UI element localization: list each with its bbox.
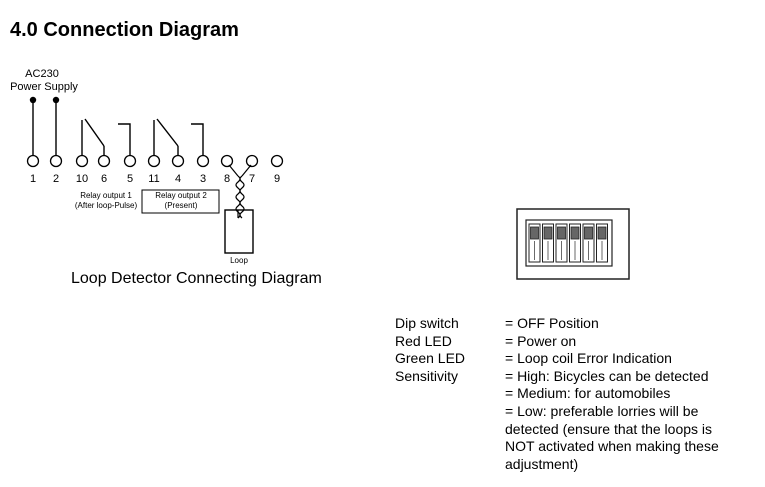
terminal-number-6: 6 — [101, 173, 107, 185]
terminal-circles — [26, 154, 284, 168]
terminal-number-11: 11 — [148, 173, 159, 185]
terminal-number-3: 3 — [200, 173, 206, 185]
terminal-8 — [220, 154, 234, 168]
terminal-number-5: 5 — [127, 173, 133, 185]
dip-switch-icon — [516, 208, 630, 280]
terminal-number-7: 7 — [249, 173, 255, 185]
terminal-11 — [147, 154, 161, 168]
dip-switch-keys — [528, 223, 608, 263]
terminal-1 — [26, 154, 40, 168]
relay-1-contacts — [81, 118, 131, 156]
terminal-2 — [49, 154, 63, 168]
legend-value: = Power on — [505, 332, 577, 349]
legend-value: = OFF Position — [505, 315, 599, 331]
legend-value: = Medium: for automobiles — [505, 385, 671, 402]
relay-2-label-box — [141, 189, 220, 214]
legend-label-red-led: Red LED — [395, 332, 452, 349]
relay-2-label-line1: Relay output 2 — [155, 191, 207, 200]
loop-coil-box — [224, 209, 254, 254]
legend-label-green-led: Green LED — [395, 350, 466, 367]
terminal-9 — [270, 154, 284, 168]
terminal-3 — [196, 154, 210, 168]
legend-label-dip-switch: Dip switch — [395, 315, 459, 331]
relay-2-label-line2: (Present) — [165, 201, 198, 210]
terminal-number-8: 8 — [224, 173, 230, 185]
legend-value: = Loop coil Error Indication — [505, 350, 672, 367]
legend-values: = OFF Position = Power on = Loop coil Er… — [505, 315, 755, 473]
power-dot-2 — [52, 96, 60, 104]
terminal-number-9: 9 — [274, 173, 280, 185]
terminal-number-4: 4 — [175, 173, 181, 185]
terminal-4 — [171, 154, 185, 168]
relay-1-label-line2: (After loop-Pulse) — [75, 201, 138, 210]
loop-label: Loop — [230, 256, 248, 265]
power-supply-wires — [32, 100, 57, 156]
loop-twisted-wire — [228, 164, 252, 219]
terminal-6 — [97, 154, 111, 168]
relay-1-label-line1: Relay output 1 — [80, 191, 132, 200]
legend-value: adjustment) — [505, 455, 579, 472]
terminal-number-10: 10 — [76, 173, 88, 185]
legend-value: = Low: preferable lorries will be — [505, 402, 699, 419]
power-supply-label-line2: Power Supply — [10, 81, 78, 93]
legend-value: NOT activated when making these — [505, 438, 719, 455]
legend-labels: Dip switch Red LED Green LED Sensitivity — [395, 315, 495, 385]
legend-value: = High: Bicycles can be detected — [505, 367, 709, 384]
legend-label-sensitivity: Sensitivity — [395, 367, 459, 384]
diagram-caption: Loop Detector Connecting Diagram — [71, 270, 322, 287]
legend-value: detected (ensure that the loops is — [505, 420, 713, 437]
connection-diagram: AC230 Power Supply 1 2 10 6 5 11 4 3 8 7 9 Loop Re… — [10, 68, 284, 265]
power-dot-1 — [29, 96, 37, 104]
relay-2-contacts — [153, 118, 204, 156]
terminal-10 — [75, 154, 89, 168]
page-title: 4.0 Connection Diagram — [10, 19, 239, 41]
terminal-labels: 1 2 10 6 5 11 4 3 8 7 9 — [30, 173, 280, 185]
terminal-5 — [123, 154, 137, 168]
terminal-number-2: 2 — [53, 173, 59, 185]
terminal-number-1: 1 — [30, 173, 36, 185]
power-supply-label-line1: AC230 — [25, 68, 59, 80]
terminal-7 — [245, 154, 259, 168]
